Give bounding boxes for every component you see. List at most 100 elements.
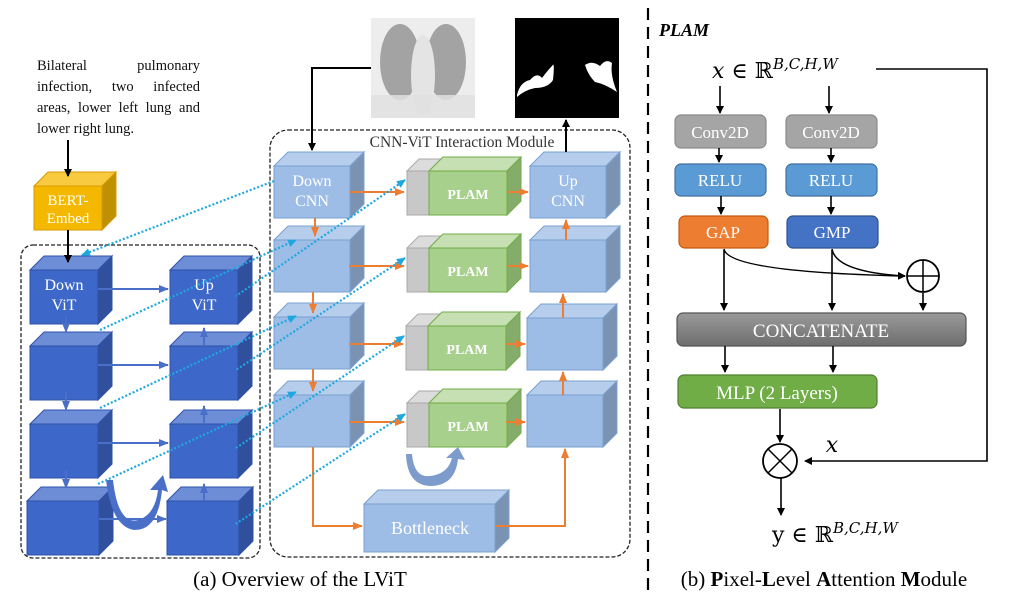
up-vit-label-2: ViT xyxy=(192,297,217,314)
vit-up-block-4-front xyxy=(166,500,240,556)
cnn-down-block-1 xyxy=(272,150,366,220)
vit-down-block-2 xyxy=(28,330,114,402)
vit-up-block-4 xyxy=(165,485,255,557)
mlp-label: MLP (2 Layers) xyxy=(716,383,838,404)
plam-gray-front xyxy=(406,402,430,448)
up-vit-label-1: Up xyxy=(194,277,214,294)
module-title: CNN-ViT Interaction Module xyxy=(370,134,555,151)
bottleneck-block-top xyxy=(362,489,511,505)
cnn-down-block-3-front xyxy=(273,316,351,370)
cnn-down-block-4-top xyxy=(272,380,366,396)
up-cnn-label-2: CNN xyxy=(551,193,585,210)
cnn-down-block-1-top xyxy=(272,151,366,167)
cnn-up-block-3-top xyxy=(525,303,619,319)
dotted-connector-6 xyxy=(235,335,405,449)
vit-up-block-2-front xyxy=(169,345,239,401)
dotted-connector-8 xyxy=(233,413,406,526)
vit-up-block-3-front xyxy=(169,423,239,479)
module-title-bg xyxy=(355,132,565,148)
vit-down-block-3-front xyxy=(29,423,99,479)
arrow-xray-to-down-cnn xyxy=(308,67,371,151)
vit-up-block-1-front xyxy=(169,269,239,325)
vit-down-block-2-front xyxy=(29,345,99,401)
vit-up-block-4-top xyxy=(165,486,255,502)
gap-box xyxy=(678,215,769,249)
plam-green-top xyxy=(426,311,522,327)
vit-down-block-1 xyxy=(28,254,114,326)
conv2d-left-box xyxy=(674,114,767,149)
down-vit-label-2: ViT xyxy=(52,297,77,314)
orange-from-bottleneck xyxy=(495,448,569,527)
plam-label-1: PLAM xyxy=(447,188,488,203)
mask-left-region xyxy=(517,64,554,97)
vit-down-block-1-front xyxy=(29,269,99,325)
cnn-up-block-4-top xyxy=(525,380,619,396)
plam-block-1 xyxy=(405,155,523,217)
chest-xray-image xyxy=(371,18,475,118)
plam-gray-front xyxy=(406,170,430,216)
dotted-connector-4 xyxy=(235,257,406,371)
output-formula: y ∈ ℝB,C,H,W xyxy=(771,519,899,548)
relu-left-label: RELU xyxy=(698,171,742,190)
diaphragm xyxy=(371,95,475,118)
bert-label-1: BERT- xyxy=(47,193,88,209)
text-prompt: Bilateral pulmonary infection, two infec… xyxy=(37,58,200,137)
cnn-up-block-3-front xyxy=(526,317,604,371)
cnn-up-block-4 xyxy=(525,379,619,449)
vit-down-block-3 xyxy=(28,408,114,480)
cnn-down-block-2 xyxy=(272,224,366,294)
conv2d-right-label: Conv2D xyxy=(802,123,860,142)
cnn-down-block-4 xyxy=(272,379,366,449)
plam-gray-front xyxy=(405,325,429,371)
plam-block-3 xyxy=(404,310,522,372)
bottleneck-block-front xyxy=(363,503,496,553)
cnn-up-block-2-top xyxy=(528,225,622,241)
mask-right-region xyxy=(585,61,617,92)
segmentation-mask-image xyxy=(515,18,619,118)
cnn-up-block-1-front xyxy=(529,165,607,219)
vit-bottleneck-uturn-icon xyxy=(106,475,168,530)
left-lung xyxy=(380,24,420,100)
down-vit-label-1: Down xyxy=(44,277,83,294)
right-lung xyxy=(426,24,466,100)
up-cnn-label-1: Up xyxy=(558,173,578,190)
vit-up-block-3 xyxy=(168,408,254,480)
cnn-bottleneck-uturn-icon xyxy=(406,447,465,486)
cnn-down-block-1-front xyxy=(273,165,351,219)
conv2d-left-label: Conv2D xyxy=(691,123,749,142)
plam-green-front xyxy=(428,247,508,293)
plam-label-3: PLAM xyxy=(446,343,487,358)
cnn-up-block-2-front xyxy=(529,239,607,293)
skip-connection-arrow xyxy=(804,68,988,465)
vit-up-block-2 xyxy=(168,330,254,402)
caption-b: (b) Pixel-Level Attention Module xyxy=(681,567,967,591)
gap-label: GAP xyxy=(706,223,740,242)
concatenate-label: CONCATENATE xyxy=(753,321,889,342)
plam-block-4 xyxy=(405,387,523,449)
mul-b xyxy=(767,448,793,474)
plam-green-top xyxy=(427,233,523,249)
concatenate-box xyxy=(676,312,967,347)
cnn-down-block-3-top xyxy=(272,302,366,318)
cnn-up-block-2 xyxy=(528,224,622,294)
plam-label-4: PLAM xyxy=(447,420,488,435)
down-cnn-label-2: CNN xyxy=(295,193,329,210)
cnn-up-block-1-top xyxy=(528,151,622,167)
plam-green-front xyxy=(427,325,507,371)
cnn-down-block-2-front xyxy=(273,239,351,293)
vit-down-block-4-top xyxy=(25,486,115,502)
caption-a: (a) Overview of the LViT xyxy=(193,567,407,591)
curve-gap-to-add xyxy=(723,248,906,280)
plam-title: PLAM xyxy=(658,20,710,40)
vit-down-block-4-front xyxy=(26,500,100,556)
mlp-box xyxy=(677,374,878,409)
vit-down-block-4 xyxy=(25,485,115,557)
cnn-vit-interaction-module xyxy=(269,129,631,558)
input-formula: x ∈ ℝB,C,H,W xyxy=(712,55,839,84)
curve-gmp-to-add xyxy=(831,248,906,277)
cnn-down-block-2-top xyxy=(272,225,366,241)
vit-up-block-1 xyxy=(168,254,254,326)
dotted-connector-5 xyxy=(99,315,297,409)
gmp-box xyxy=(786,215,879,249)
